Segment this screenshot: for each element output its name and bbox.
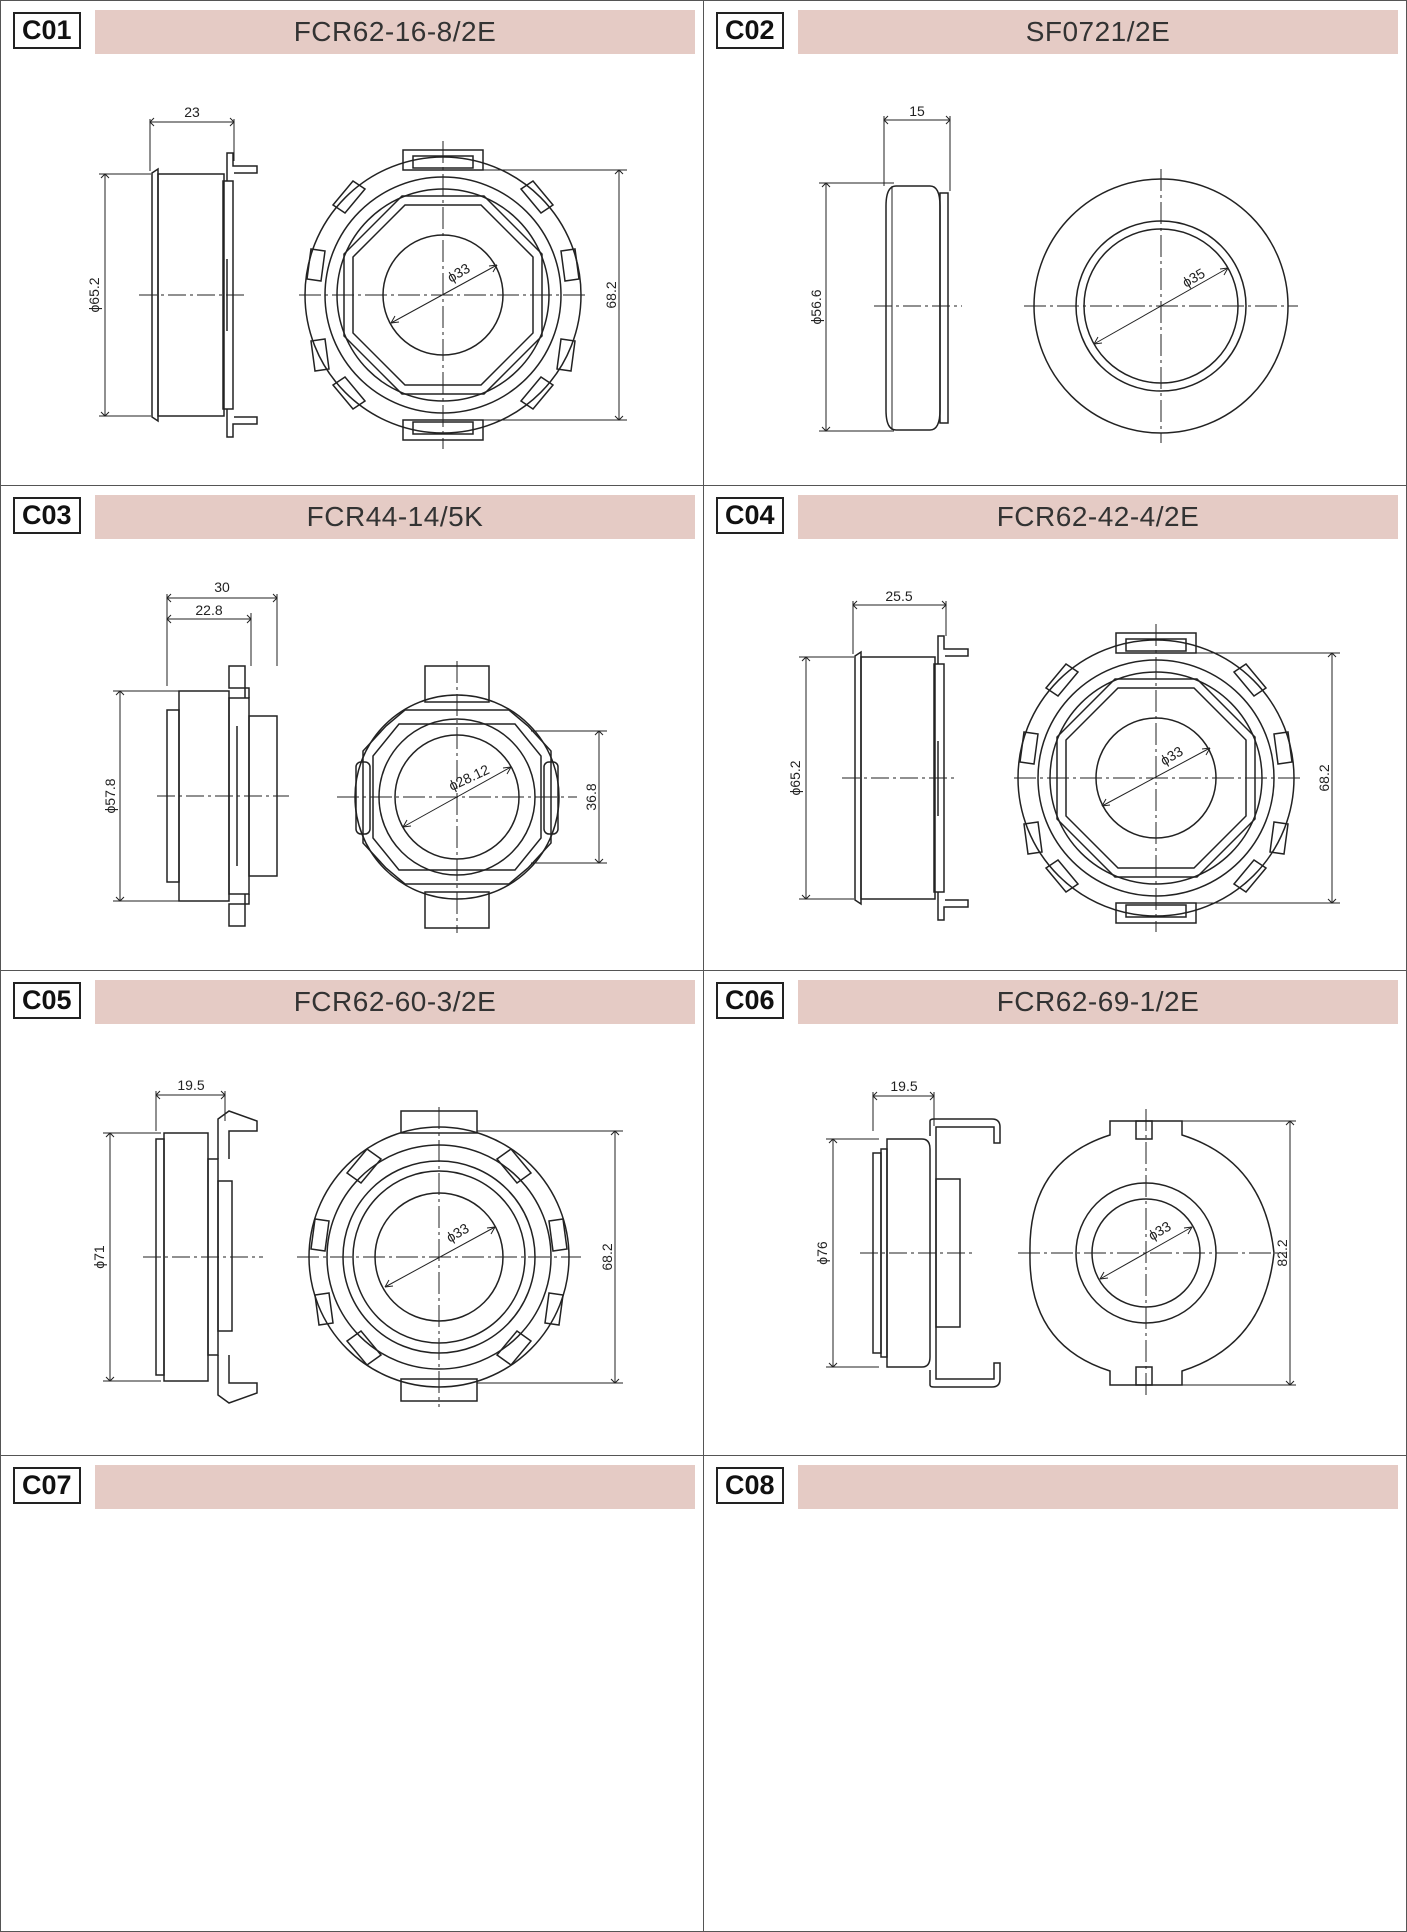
- height-label: 36.8: [583, 783, 599, 810]
- width-label: 23: [184, 104, 200, 120]
- bearing-drawing: 23 ϕ65.2 ϕ33: [86, 104, 627, 449]
- height-label: 68.2: [603, 281, 619, 308]
- item-code: C06: [716, 982, 784, 1019]
- diameter-label: ϕ65.2: [86, 277, 102, 312]
- part-number: FCR62-42-4/2E: [996, 501, 1200, 532]
- catalog-cell-c04: C04 FCR62-42-4/2E 25.5 ϕ65.2: [703, 485, 1407, 971]
- diameter-label: ϕ71: [91, 1245, 107, 1269]
- title-bar: FCR62-42-4/2E: [798, 495, 1398, 539]
- catalog-cell-c06: C06 FCR62-69-1/2E 19.5 ϕ76 ϕ33: [703, 970, 1407, 1456]
- item-code: C04: [716, 497, 784, 534]
- width-label: 19.5: [177, 1077, 204, 1093]
- height-label: 68.2: [599, 1243, 615, 1270]
- catalog-cell-c03: C03 FCR44-14/5K 30 22.8 ϕ57.8: [0, 485, 704, 971]
- part-number: SF0721/2E: [1025, 16, 1171, 47]
- catalog-cell-c01: C01 FCR62-16-8/2E 23 ϕ65.2: [0, 0, 704, 486]
- title-bar: [95, 1465, 695, 1509]
- item-code: C05: [13, 982, 81, 1019]
- width-label: 30: [214, 579, 230, 595]
- part-number: FCR62-16-8/2E: [293, 16, 497, 47]
- inner-width-label: 22.8: [195, 602, 222, 618]
- item-code: C03: [13, 497, 81, 534]
- item-code: C01: [13, 12, 81, 49]
- width-label: 19.5: [890, 1078, 917, 1094]
- height-label: 68.2: [1316, 764, 1332, 791]
- title-bar: FCR62-69-1/2E: [798, 980, 1398, 1024]
- catalog-cell-c02: C02 SF0721/2E 15 ϕ56.6 ϕ35: [703, 0, 1407, 486]
- catalog-cell-c08: C08: [703, 1455, 1407, 1932]
- title-bar: FCR44-14/5K: [95, 495, 695, 539]
- title-bar: FCR62-16-8/2E: [95, 10, 695, 54]
- bore-label: ϕ33: [444, 260, 472, 286]
- bearing-drawing: 25.5 ϕ65.2 ϕ33: [787, 588, 1340, 932]
- title-bar: [798, 1465, 1398, 1509]
- item-code: C07: [13, 1467, 81, 1504]
- part-number: FCR62-69-1/2E: [996, 986, 1200, 1017]
- bore-label: ϕ28.12: [446, 761, 492, 794]
- item-code: C02: [716, 12, 784, 49]
- width-label: 15: [909, 103, 925, 119]
- bore-label: ϕ35: [1179, 265, 1207, 291]
- diameter-label: ϕ76: [814, 1241, 830, 1265]
- catalog-cell-c05: C05 FCR62-60-3/2E 19.5 ϕ71: [0, 970, 704, 1456]
- catalog-cell-c07: C07: [0, 1455, 704, 1932]
- item-code: C08: [716, 1467, 784, 1504]
- part-number: FCR44-14/5K: [306, 501, 484, 532]
- bearing-drawing: 19.5 ϕ76 ϕ33 82.2: [814, 1078, 1296, 1397]
- title-bar: SF0721/2E: [798, 10, 1398, 54]
- bearing-drawing: 30 22.8 ϕ57.8: [102, 579, 607, 933]
- title-bar: FCR62-60-3/2E: [95, 980, 695, 1024]
- bore-label: ϕ33: [1157, 743, 1185, 769]
- part-number: FCR62-60-3/2E: [293, 986, 497, 1017]
- width-label: 25.5: [885, 588, 912, 604]
- height-label: 82.2: [1274, 1239, 1290, 1266]
- diameter-label: ϕ65.2: [787, 760, 803, 795]
- bearing-drawing: 19.5 ϕ71 ϕ33: [91, 1077, 623, 1407]
- diameter-label: ϕ56.6: [808, 289, 824, 324]
- diameter-label: ϕ57.8: [102, 778, 118, 813]
- bearing-drawing: 15 ϕ56.6 ϕ35: [808, 103, 1298, 443]
